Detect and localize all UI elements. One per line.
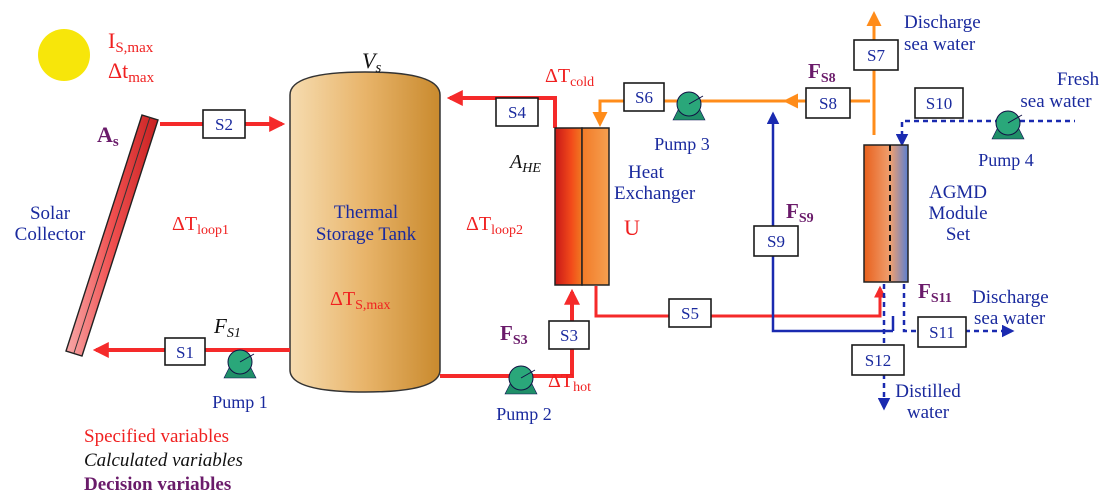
svg-text:S6: S6 — [635, 88, 653, 107]
agmd-label-3: Set — [946, 224, 971, 245]
distilled-label-2: water — [907, 402, 950, 423]
stream-box-s2: S2 — [202, 109, 246, 139]
pump-icon — [223, 349, 257, 379]
pump2-label: Pump 2 — [496, 404, 552, 424]
legend-specified: Specified variables — [84, 426, 229, 447]
hx-u-label: U — [624, 215, 640, 240]
fs11-label: FS11 — [918, 279, 952, 306]
hx-label-2: Exchanger — [614, 183, 696, 204]
svg-text:S10: S10 — [926, 94, 952, 113]
fs1-label: FS1 — [213, 314, 241, 341]
is-max-label: IS,max — [108, 28, 154, 56]
pump-icon — [504, 365, 538, 395]
heat-exchanger — [554, 127, 610, 286]
tank-volume-label: Vs — [362, 48, 381, 76]
discharge-top-label-1: Discharge — [904, 12, 981, 33]
stream-box-s10: S10 — [914, 87, 964, 119]
dt-s-max-label: ΔTS,max — [330, 288, 390, 313]
svg-text:S11: S11 — [929, 323, 955, 342]
pump4-label: Pump 4 — [978, 150, 1034, 170]
stream-box-s5: S5 — [668, 298, 712, 328]
pump3-label: Pump 3 — [654, 134, 710, 154]
solar-area-label: As — [97, 122, 119, 150]
svg-text:S5: S5 — [681, 304, 699, 323]
stream-box-s6: S6 — [623, 82, 665, 112]
stream-box-s1: S1 — [164, 337, 206, 366]
stream-box-s3: S3 — [548, 320, 590, 350]
dt-loop2-label: ΔTloop2 — [466, 213, 523, 238]
hx-label-1: Heat — [628, 162, 665, 183]
svg-text:S9: S9 — [767, 232, 785, 251]
agmd-label-2: Module — [928, 203, 987, 224]
discharge-bottom-label-1: Discharge — [972, 287, 1049, 308]
svg-text:S12: S12 — [865, 351, 891, 370]
pump-icon — [991, 110, 1025, 140]
svg-text:S1: S1 — [176, 343, 194, 362]
pump-icon — [672, 91, 706, 121]
stream-box-s11: S11 — [917, 316, 967, 348]
thermal-storage-tank — [289, 71, 441, 393]
tank-label-1: Thermal — [334, 202, 398, 223]
stream-box-s12: S12 — [851, 344, 905, 376]
solar-collector-label-2: Collector — [15, 224, 86, 245]
dt-hot-label: ΔThot — [548, 370, 591, 395]
sun-icon — [38, 29, 90, 81]
hx-area-label: AHE — [508, 151, 541, 176]
svg-text:S7: S7 — [867, 46, 885, 65]
fs3-label: FS3 — [500, 321, 528, 348]
agmd-label-1: AGMD — [929, 182, 987, 203]
svg-text:S2: S2 — [215, 115, 233, 134]
legend-decision: Decision variables — [84, 474, 231, 495]
legend-calculated: Calculated variables — [84, 450, 243, 471]
dt-max-label: Δtmax — [108, 58, 155, 86]
fresh-label-2: sea water — [1020, 91, 1092, 112]
dt-cold-label: ΔTcold — [545, 65, 594, 90]
svg-text:S3: S3 — [560, 326, 578, 345]
distilled-label-1: Distilled — [895, 381, 961, 402]
fresh-label-1: Fresh — [1057, 69, 1100, 90]
svg-text:S8: S8 — [819, 94, 837, 113]
pump1-label: Pump 1 — [212, 392, 268, 412]
svg-text:S4: S4 — [508, 103, 526, 122]
tank-label-2: Storage Tank — [316, 224, 417, 245]
stream-box-s4: S4 — [495, 97, 539, 127]
fs8-label: FS8 — [808, 59, 836, 86]
discharge-bottom-label-2: sea water — [974, 308, 1046, 329]
stream-box-s9: S9 — [753, 225, 799, 257]
dt-loop1-label: ΔTloop1 — [172, 213, 229, 238]
stream-box-s8: S8 — [805, 87, 851, 119]
agmd-module — [863, 144, 909, 283]
solar-collector — [65, 114, 159, 357]
sea-water-pipes — [766, 111, 1075, 411]
discharge-top-label-2: sea water — [904, 34, 976, 55]
solar-collector-label: Solar — [30, 203, 71, 224]
fs9-label: FS9 — [786, 199, 814, 226]
stream-box-s7: S7 — [853, 39, 899, 71]
